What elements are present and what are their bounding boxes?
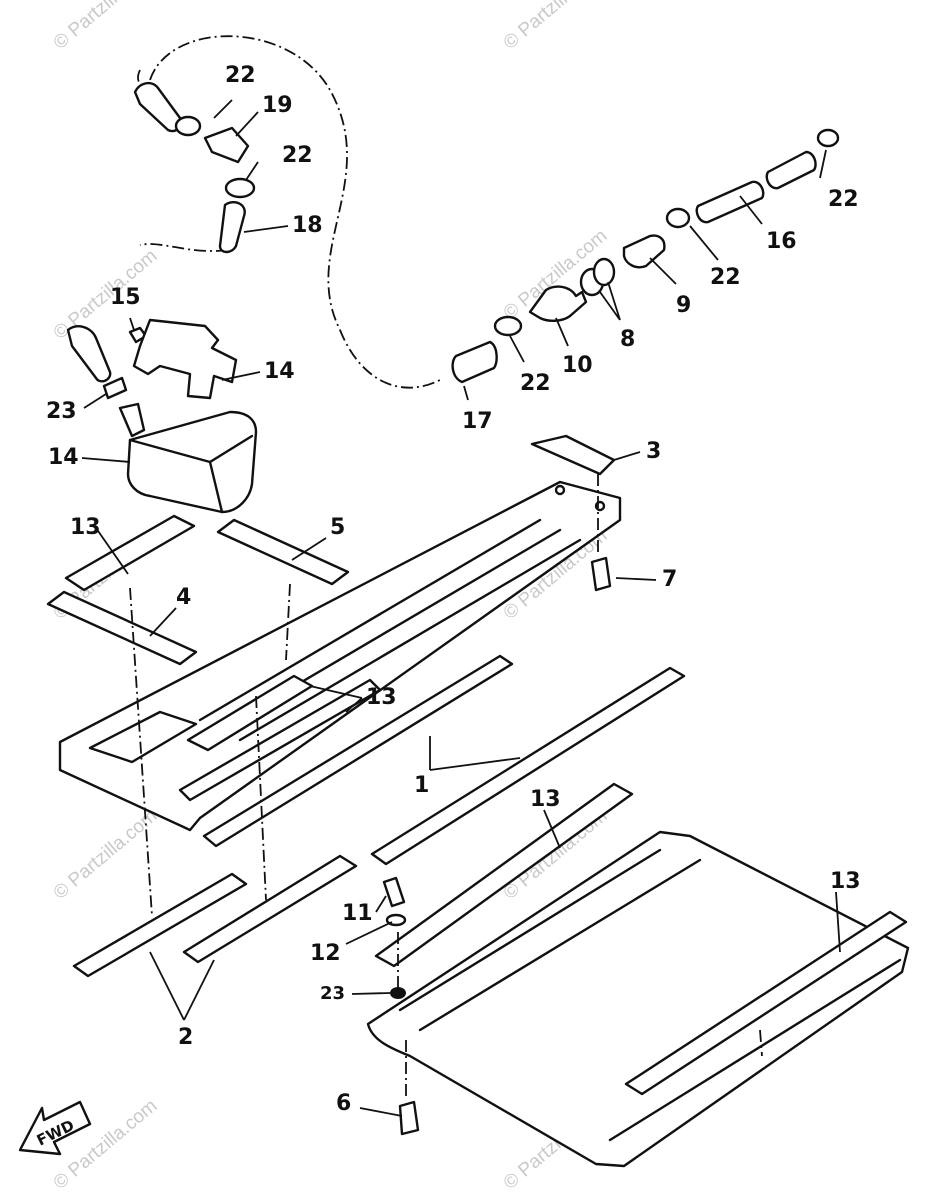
bolt-6 [398, 1100, 420, 1136]
callout-13: 13 [830, 869, 861, 894]
callout-17: 15 [110, 285, 141, 310]
bracket-16-assembly [66, 318, 238, 400]
callout-23: 23 [320, 983, 345, 1004]
callout-22: 23 [46, 399, 77, 424]
watermark: © Partzilla.com [50, 805, 162, 903]
pin-11 [382, 876, 406, 908]
strip-4 [46, 590, 198, 666]
callout-22: 22 [225, 63, 256, 88]
callout-22: 22 [828, 187, 859, 212]
assembly-line [255, 695, 267, 901]
tank-edge [208, 460, 224, 514]
callout-12: 12 [310, 941, 341, 966]
hose-segment [765, 150, 817, 190]
clamp-22 [102, 376, 128, 400]
hose-part-21-22-20 [133, 81, 256, 254]
strip-13 [624, 910, 908, 1096]
fitting-9 [622, 234, 666, 269]
clamp-22 [224, 177, 256, 199]
hose-part-chain-right [451, 128, 840, 384]
assembly-line [759, 1029, 763, 1057]
hose-19 [451, 340, 498, 384]
strip-1 [202, 654, 514, 848]
callout-5: 5 [330, 515, 345, 540]
callout-19: 17 [462, 409, 493, 434]
fwd-arrow-icon [18, 1100, 92, 1156]
callout-14: 13 [70, 515, 101, 540]
callout-22: 22 [710, 265, 741, 290]
callout-13: 13 [530, 787, 561, 812]
assembly-line [285, 583, 291, 661]
tank-15 [118, 402, 258, 514]
base-plate-edge [398, 848, 702, 1032]
callout-18: 16 [766, 229, 797, 254]
callout-6: 6 [336, 1091, 351, 1116]
clamp-22 [816, 128, 840, 148]
assembly-line [129, 587, 153, 917]
callout-14: 13 [366, 685, 397, 710]
filter-10 [528, 285, 588, 322]
callout-11: 11 [342, 901, 373, 926]
callout-21: 19 [262, 93, 293, 118]
elbow-fitting-21 [203, 126, 250, 164]
forward-direction-arrow: FWD [18, 1100, 92, 1156]
strip-1 [370, 666, 686, 866]
bracket-16 [132, 318, 238, 400]
strip-13 [374, 782, 634, 968]
callout-9: 9 [676, 293, 691, 318]
frame-slot [88, 710, 198, 764]
base-plate [366, 830, 910, 1168]
bolt-7 [590, 556, 612, 592]
callout-labels: 22 19 22 18 22 16 22 9 8 10 22 17 14 15 … [46, 63, 861, 1116]
hose-route-line [149, 35, 441, 389]
callout-3: 3 [646, 439, 661, 464]
callout-4: 4 [176, 585, 191, 610]
callout-8: 8 [620, 327, 635, 352]
watermark: © Partzilla.com [500, 0, 612, 54]
hose-segment-20 [218, 201, 246, 254]
clamp-22 [665, 207, 691, 229]
base-plate-assembly [366, 830, 910, 1168]
callout-2: 2 [178, 1025, 193, 1050]
clamp-22 [174, 115, 202, 137]
tank-body [126, 410, 258, 514]
base-plate-edge [608, 958, 902, 1142]
hose-route-line [139, 243, 229, 252]
callout-7: 7 [662, 567, 677, 592]
strip-2 [182, 854, 358, 964]
plate-3 [530, 434, 616, 476]
callout-1: 1 [414, 773, 429, 798]
callout-16: 14 [264, 359, 295, 384]
hose-route-line [137, 69, 146, 89]
tank-outlet-fitting [118, 402, 146, 438]
callout-22: 22 [282, 143, 313, 168]
hose-segment [133, 81, 183, 133]
hose-segment [66, 325, 112, 383]
callout-20: 18 [292, 213, 323, 238]
clamp-22 [493, 315, 523, 337]
grommet-23 [390, 987, 406, 999]
watermark: © Partzilla.com [50, 245, 162, 343]
hose-18 [695, 180, 765, 224]
leader-lines [81, 99, 841, 1117]
strip-5 [216, 518, 350, 586]
callout-22: 22 [520, 371, 551, 396]
strip-14 [64, 514, 196, 592]
callout-15: 14 [48, 445, 79, 470]
washer-8 [592, 257, 616, 287]
watermark: © Partzilla.com [50, 0, 162, 54]
callout-10: 10 [562, 353, 593, 378]
strip-2 [72, 872, 248, 978]
frame-slot [178, 678, 382, 802]
frame-hole [554, 484, 566, 496]
